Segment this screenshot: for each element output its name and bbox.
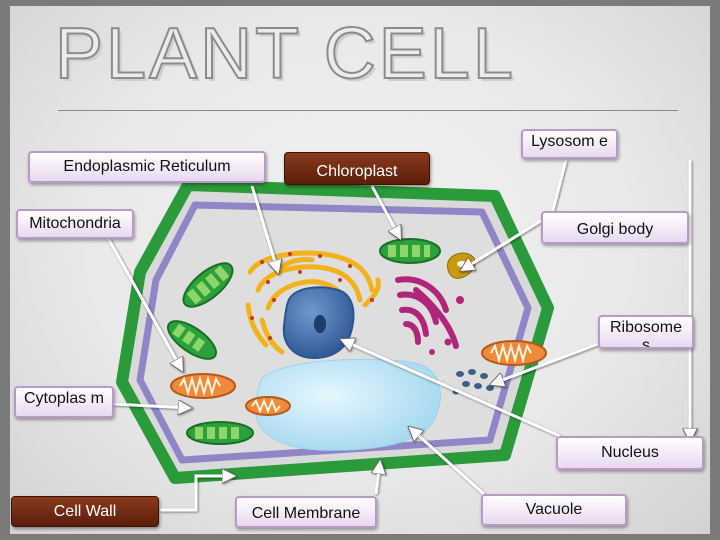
mitochondria: [170, 340, 547, 416]
label-vacuole: Vacuole: [481, 494, 627, 526]
golgi-vesicles: [429, 296, 464, 355]
label-mitochondria: Mitochondria: [16, 209, 134, 239]
label-endoplasmic-reticulum: Endoplasmic Reticulum: [28, 151, 266, 183]
title-divider: [58, 110, 678, 111]
page-title: PLANT CELL: [54, 14, 516, 94]
golgi-body: [395, 276, 459, 349]
label-golgi-body: Golgi body: [541, 211, 689, 244]
ribosomes: [452, 369, 494, 395]
label-nucleus: Nucleus: [556, 436, 704, 470]
label-chloroplast: Chloroplast: [284, 152, 430, 185]
label-cell-wall: Cell Wall: [11, 496, 159, 527]
er-ribosome-dots: [250, 252, 374, 340]
chloroplasts: [167, 238, 441, 445]
nucleolus: [314, 315, 326, 333]
label-lysosome: Lysosom e: [521, 129, 618, 159]
label-cell-membrane: Cell Membrane: [235, 496, 377, 528]
label-ribosomes: Ribosome s: [598, 315, 694, 349]
label-cytoplasm: Cytoplas m: [14, 386, 114, 418]
endoplasmic-reticulum: [245, 250, 381, 355]
